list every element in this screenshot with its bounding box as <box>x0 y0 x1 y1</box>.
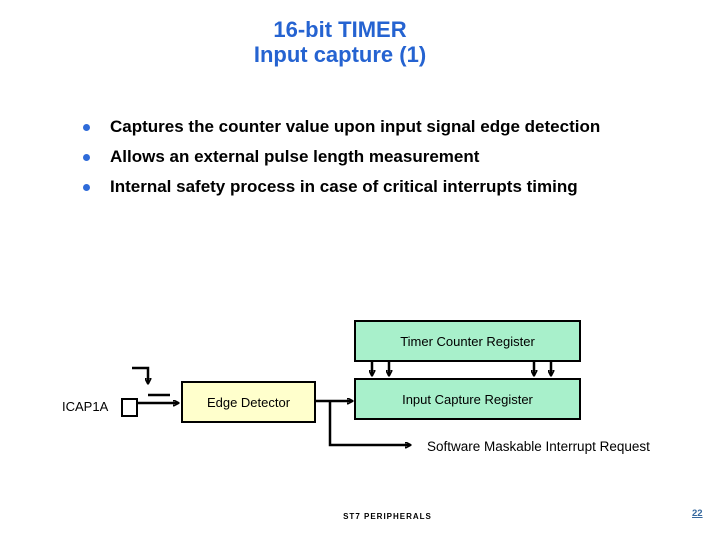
falling-edge-icon <box>132 366 148 383</box>
bullet-item: Captures the counter value upon input si… <box>83 112 600 142</box>
edge-detector-label: Edge Detector <box>206 394 291 410</box>
bullet-icon <box>83 154 90 161</box>
bullet-item: Internal safety process in case of criti… <box>83 172 600 202</box>
title-line-2: Input capture (1) <box>253 42 427 67</box>
bullet-list: Captures the counter value upon input si… <box>83 112 600 202</box>
input-capture-register-label: Input Capture Register <box>402 391 533 407</box>
edge-detector-box: Edge Detector <box>181 381 316 423</box>
timer-counter-register-box: Timer Counter Register <box>354 320 581 362</box>
bullet-text: Captures the counter value upon input si… <box>110 117 601 136</box>
interrupt-request-label: Software Maskable Interrupt Request <box>427 439 650 454</box>
icap1a-pin-box <box>121 398 138 417</box>
bullet-icon <box>83 124 90 131</box>
timer-counter-register-label: Timer Counter Register <box>400 333 535 349</box>
input-capture-register-box: Input Capture Register <box>354 378 581 420</box>
icap1a-pin-label: ICAP1A <box>62 399 109 414</box>
bullet-text: Allows an external pulse length measurem… <box>110 147 480 166</box>
slide-title: 16-bit TIMER Input capture (1) <box>0 17 680 67</box>
footer-title: ST7 PERIPHERALS <box>343 512 432 521</box>
title-line-1: 16-bit TIMER <box>273 17 407 42</box>
page-number: 22 <box>692 508 703 519</box>
bullet-text: Internal safety process in case of criti… <box>110 177 578 196</box>
bullet-icon <box>83 184 90 191</box>
bullet-item: Allows an external pulse length measurem… <box>83 142 600 172</box>
arrow-to-interrupt-request <box>328 401 410 445</box>
